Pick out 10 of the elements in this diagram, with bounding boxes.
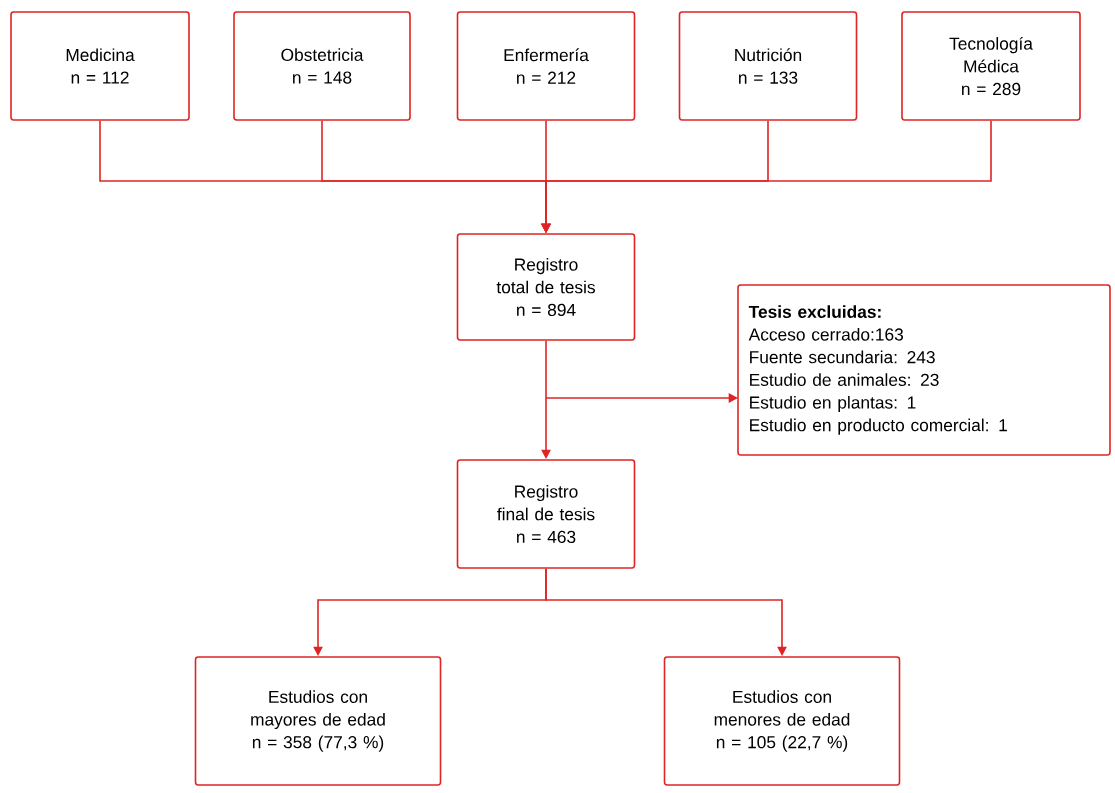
process-box: Tecnología Médica n = 289 (901, 11, 1081, 121)
process-box: Nutrición n = 133 (678, 11, 858, 121)
process-box: Estudios con mayores de edad n = 358 (77,3 %) (194, 656, 442, 786)
process-box: Tesis excluidas: Acceso cerrado:163 Fuente secundaria: 243 Estudio de animales: 23 Estudio en plantas: 1 Estudio en producto comercial: 1 (737, 284, 1111, 456)
process-box: Estudios con menores de edad n = 105 (22,7 %) (663, 656, 901, 786)
process-box: Obstetricia n = 148 (233, 11, 411, 121)
process-box: Registro total de tesis n = 894 (456, 233, 636, 341)
process-box: Enfermería n = 212 (456, 11, 636, 121)
process-box: Medicina n = 112 (10, 11, 190, 121)
process-box: Registro final de tesis n = 463 (456, 459, 636, 569)
